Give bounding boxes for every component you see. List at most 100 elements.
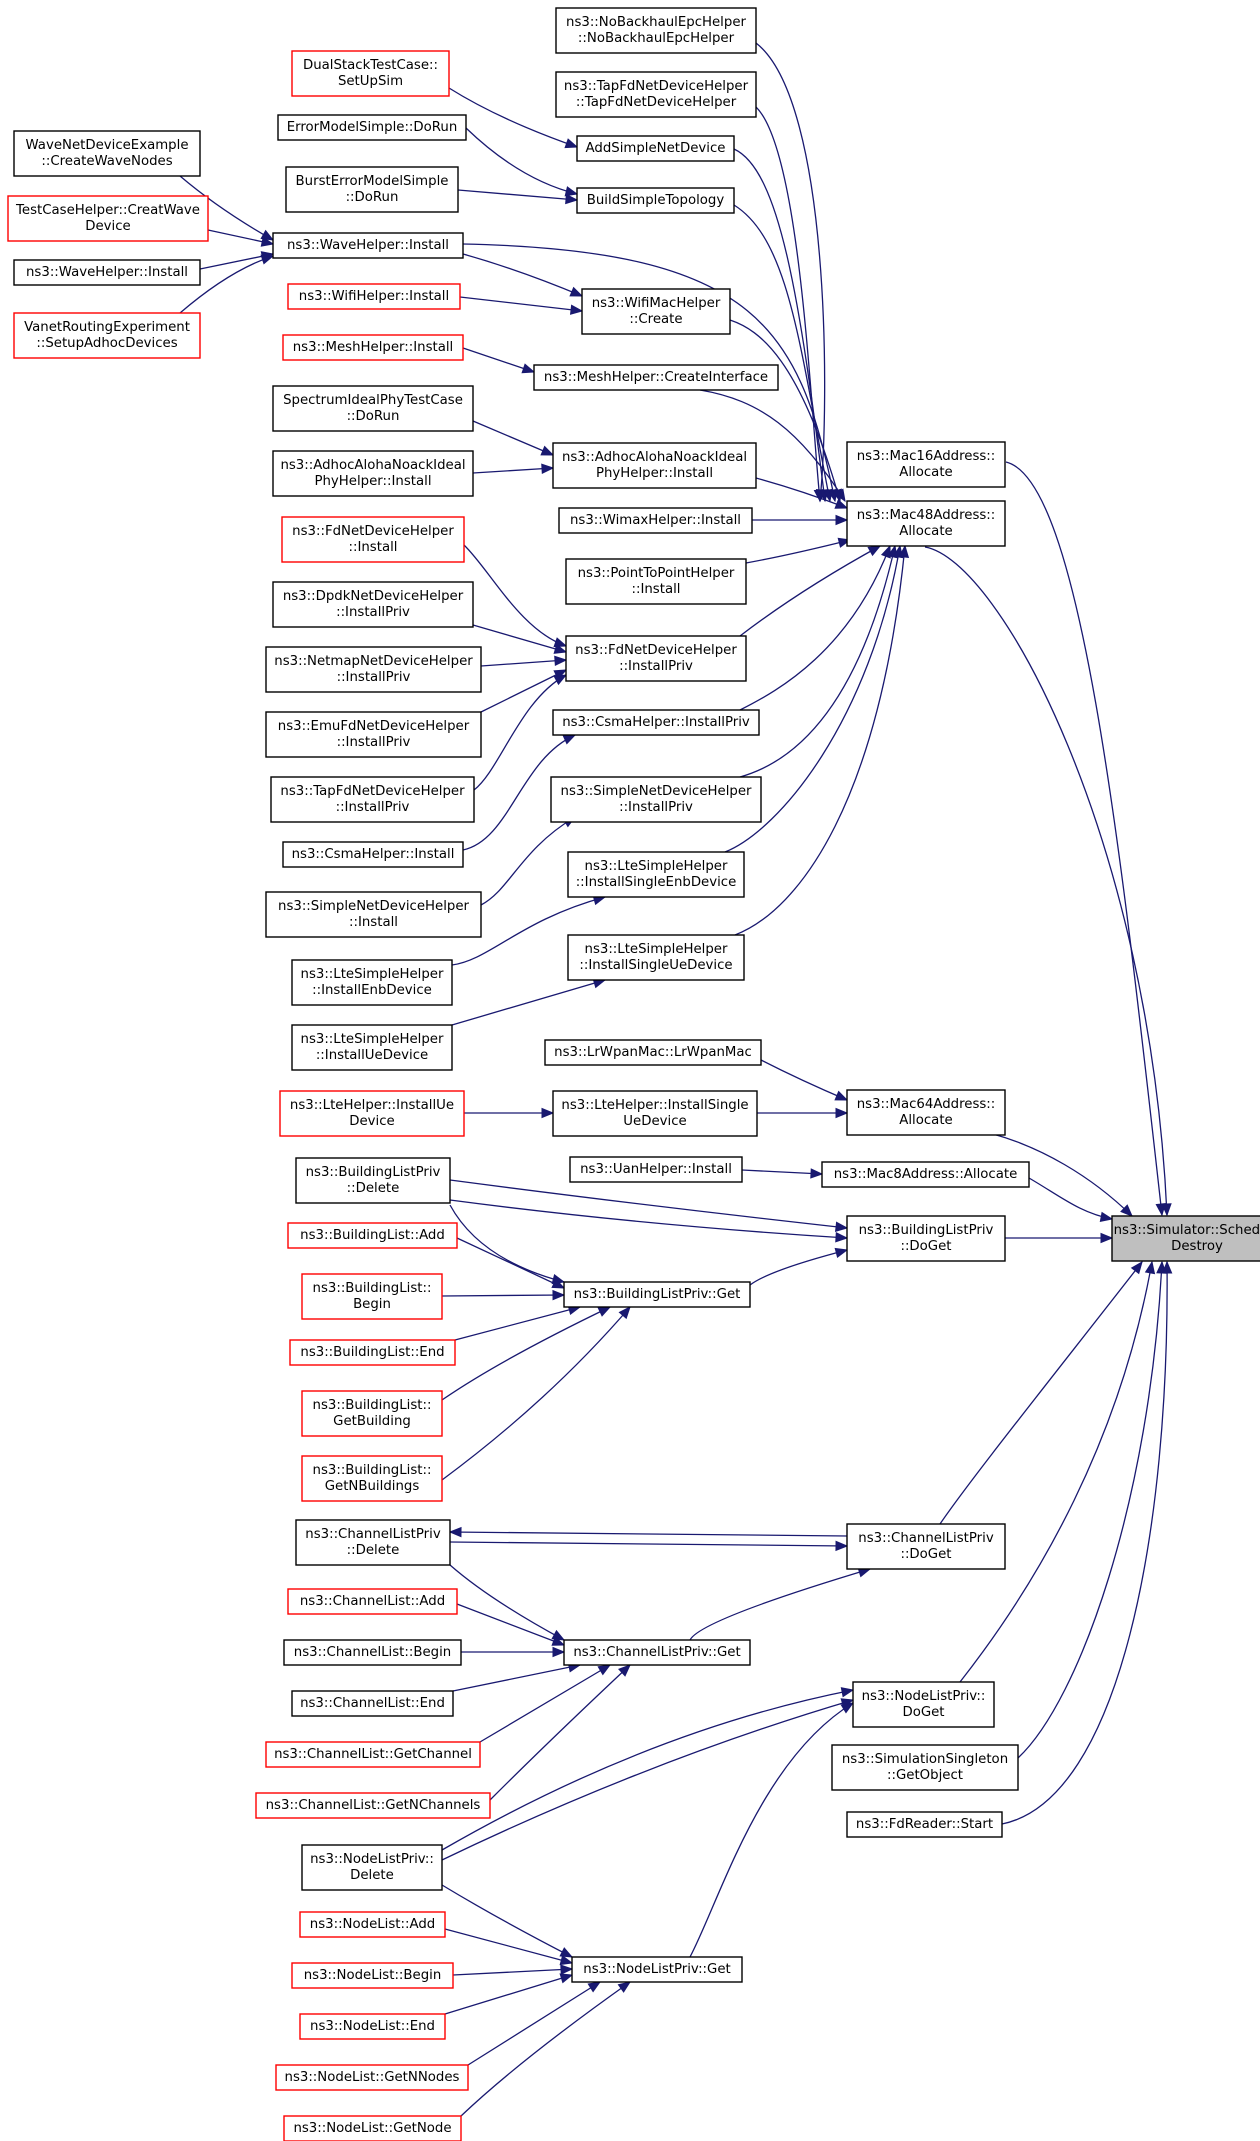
node-mac48[interactable]: ns3::Mac48Address::Allocate	[846, 500, 1006, 547]
node-nlGetN[interactable]: ns3::NodeList::GetNNodes	[275, 2064, 469, 2091]
node-netmapInstallPriv[interactable]: ns3::NetmapNetDeviceHelper::InstallPriv	[265, 646, 482, 693]
node-box	[301, 1273, 443, 1320]
node-burstErrorModel[interactable]: BurstErrorModelSimple::DoRun	[285, 166, 459, 213]
node-lrWpanMac[interactable]: ns3::LrWpanMac::LrWpanMac	[544, 1039, 762, 1066]
node-nlAdd[interactable]: ns3::NodeList::Add	[299, 1911, 446, 1938]
node-lteUeInstall[interactable]: ns3::LteSimpleHelper::InstallUeDevice	[291, 1024, 453, 1071]
node-blBegin[interactable]: ns3::BuildingList::Begin	[301, 1273, 443, 1320]
node-nlpGet[interactable]: ns3::NodeListPriv::Get	[571, 1956, 743, 1983]
node-csmaInstall[interactable]: ns3::CsmaHelper::Install	[282, 841, 464, 868]
node-clpGet[interactable]: ns3::ChannelListPriv::Get	[563, 1639, 751, 1666]
node-box	[287, 1588, 458, 1615]
node-uanInstall[interactable]: ns3::UanHelper::Install	[569, 1156, 743, 1183]
node-lteSingleEnb[interactable]: ns3::LteSimpleHelper::InstallSingleEnbDe…	[567, 851, 745, 898]
node-csmaInstallPriv[interactable]: ns3::CsmaHelper::InstallPriv	[552, 709, 760, 736]
node-meshHelperInstall[interactable]: ns3::MeshHelper::Install	[282, 334, 464, 361]
node-dualStack[interactable]: DualStackTestCase::SetUpSim	[291, 50, 450, 97]
node-meshCreateInterface[interactable]: ns3::MeshHelper::CreateInterface	[533, 364, 779, 391]
node-nlGetNode[interactable]: ns3::NodeList::GetNode	[283, 2115, 462, 2141]
node-tapFdCtor[interactable]: ns3::TapFdNetDeviceHelper::TapFdNetDevic…	[555, 71, 757, 118]
node-fdReaderStart[interactable]: ns3::FdReader::Start	[846, 1811, 1003, 1838]
node-label: ns3::LteHelper::InstallUe	[290, 1098, 454, 1113]
node-wifiHelperInstall[interactable]: ns3::WifiHelper::Install	[287, 283, 461, 310]
node-lteSingleUe[interactable]: ns3::LteSimpleHelper::InstallSingleUeDev…	[567, 934, 745, 981]
node-clGetChannel[interactable]: ns3::ChannelList::GetChannel	[265, 1741, 481, 1768]
node-label: ::Install	[349, 540, 398, 555]
arrowhead	[260, 236, 275, 247]
arrowhead	[559, 1947, 574, 1958]
node-label: Delete	[350, 1868, 394, 1883]
node-blGetBuilding[interactable]: ns3::BuildingList::GetBuilding	[301, 1390, 443, 1437]
node-waveHelperInstall2[interactable]: ns3::WaveHelper::Install	[13, 259, 201, 286]
node-mac16[interactable]: ns3::Mac16Address::Allocate	[846, 441, 1006, 488]
arrowhead	[564, 186, 579, 197]
node-box	[569, 1156, 743, 1183]
node-fdNdInstall[interactable]: ns3::FdNetDeviceHelper::Install	[281, 516, 465, 563]
node-box	[265, 646, 482, 693]
node-label: PhyHelper::Install	[314, 474, 431, 489]
node-dpdkInstallPriv[interactable]: ns3::DpdkNetDeviceHelper::InstallPriv	[272, 581, 474, 628]
node-emuFdInstallPriv[interactable]: ns3::EmuFdNetDeviceHelper::InstallPriv	[265, 711, 482, 758]
edge-clpGet-clpDelete	[449, 1564, 566, 1641]
node-clpDoGet[interactable]: ns3::ChannelListPriv::DoGet	[846, 1523, 1006, 1570]
node-lteEnbInstall[interactable]: ns3::LteSimpleHelper::InstallEnbDevice	[291, 959, 453, 1006]
node-blEnd[interactable]: ns3::BuildingList::End	[289, 1339, 456, 1366]
node-wimaxInstall[interactable]: ns3::WimaxHelper::Install	[558, 507, 753, 534]
arrowhead	[552, 1646, 566, 1658]
node-blpGet[interactable]: ns3::BuildingListPriv::Get	[563, 1281, 751, 1308]
node-adhocAlohaInstall[interactable]: ns3::AdhocAlohaNoackIdealPhyHelper::Inst…	[552, 442, 757, 489]
node-addSimpleNetDevice[interactable]: AddSimpleNetDevice	[576, 135, 735, 162]
node-simpleNdInstall[interactable]: ns3::SimpleNetDeviceHelper::Install	[265, 891, 482, 938]
node-label: BurstErrorModelSimple	[296, 174, 449, 189]
node-vanetRouting[interactable]: VanetRoutingExperiment::SetupAdhocDevice…	[13, 312, 201, 359]
node-clGetN[interactable]: ns3::ChannelList::GetNChannels	[255, 1792, 491, 1819]
node-blpDelete[interactable]: ns3::BuildingListPriv::Delete	[295, 1157, 451, 1204]
node-wifiMacCreate[interactable]: ns3::WifiMacHelper::Create	[581, 288, 731, 335]
node-clBegin[interactable]: ns3::ChannelList::Begin	[283, 1639, 462, 1666]
node-nlEnd[interactable]: ns3::NodeList::End	[299, 2013, 446, 2040]
node-mac8[interactable]: ns3::Mac8Address::Allocate	[821, 1161, 1030, 1188]
node-tapFdInstallPriv[interactable]: ns3::TapFdNetDeviceHelper::InstallPriv	[270, 776, 475, 823]
node-errorModelSimple[interactable]: ErrorModelSimple::DoRun	[277, 114, 467, 141]
node-box	[555, 7, 757, 54]
edge-nlpGet-nlGetNode	[460, 1981, 632, 2117]
edge-blpDoGet-blpDelete	[449, 1179, 849, 1232]
node-box	[265, 711, 482, 758]
node-waveHelperInstall[interactable]: ns3::WaveHelper::Install	[272, 232, 464, 259]
arrowhead	[448, 1526, 462, 1538]
node-clAdd[interactable]: ns3::ChannelList::Add	[287, 1588, 458, 1615]
node-noBackhaul[interactable]: ns3::NoBackhaulEpcHelper::NoBackhaulEpcH…	[555, 7, 757, 54]
node-box	[846, 441, 1006, 488]
node-waveNetDeviceExample[interactable]: WaveNetDeviceExample::CreateWaveNodes	[13, 130, 201, 177]
node-label: ns3::LteSimpleHelper	[585, 859, 728, 874]
node-blpDoGet[interactable]: ns3::BuildingListPriv::DoGet	[846, 1215, 1006, 1262]
node-nlBegin[interactable]: ns3::NodeList::Begin	[291, 1962, 454, 1989]
node-blGetN[interactable]: ns3::BuildingList::GetNBuildings	[301, 1455, 443, 1502]
arrowhead	[569, 304, 584, 315]
node-nlpDoGet[interactable]: ns3::NodeListPriv::DoGet	[852, 1681, 995, 1728]
node-box	[565, 635, 747, 682]
node-spectrumIdeal[interactable]: SpectrumIdealPhyTestCase::DoRun	[272, 385, 474, 432]
arrowhead	[553, 674, 568, 686]
node-lteHelperInstallUe[interactable]: ns3::LteHelper::InstallUeDevice	[279, 1090, 465, 1137]
node-simSingleton[interactable]: ns3::SimulationSingleton::GetObject	[831, 1744, 1019, 1791]
node-lteInstallSingleUe[interactable]: ns3::LteHelper::InstallSingleUeDevice	[552, 1090, 758, 1137]
node-buildSimpleTopology[interactable]: BuildSimpleTopology	[576, 187, 735, 214]
node-label: SetUpSim	[338, 74, 403, 89]
node-blAdd[interactable]: ns3::BuildingList::Add	[287, 1222, 458, 1249]
node-nlpDelete[interactable]: ns3::NodeListPriv::Delete	[301, 1844, 443, 1891]
edge-fdInstallPriv-fdNdInstall	[463, 544, 568, 648]
node-box	[533, 364, 779, 391]
node-clpDelete[interactable]: ns3::ChannelListPriv::Delete	[295, 1519, 451, 1566]
node-clEnd[interactable]: ns3::ChannelList::End	[291, 1690, 454, 1717]
node-simpleNdInstallPriv[interactable]: ns3::SimpleNetDeviceHelper::InstallPriv	[550, 776, 762, 823]
node-root[interactable]: ns3::Simulator::ScheduleDestroy	[1111, 1215, 1260, 1262]
node-p2pInstall[interactable]: ns3::PointToPointHelper::Install	[565, 558, 747, 605]
node-box	[265, 1741, 481, 1768]
node-mac64[interactable]: ns3::Mac64Address::Allocate	[846, 1089, 1006, 1136]
node-fdInstallPriv[interactable]: ns3::FdNetDeviceHelper::InstallPriv	[565, 635, 747, 682]
node-box	[291, 959, 453, 1006]
node-label: Device	[349, 1114, 394, 1129]
node-adhocAlohaInstall2[interactable]: ns3::AdhocAlohaNoackIdealPhyHelper::Inst…	[272, 450, 474, 497]
